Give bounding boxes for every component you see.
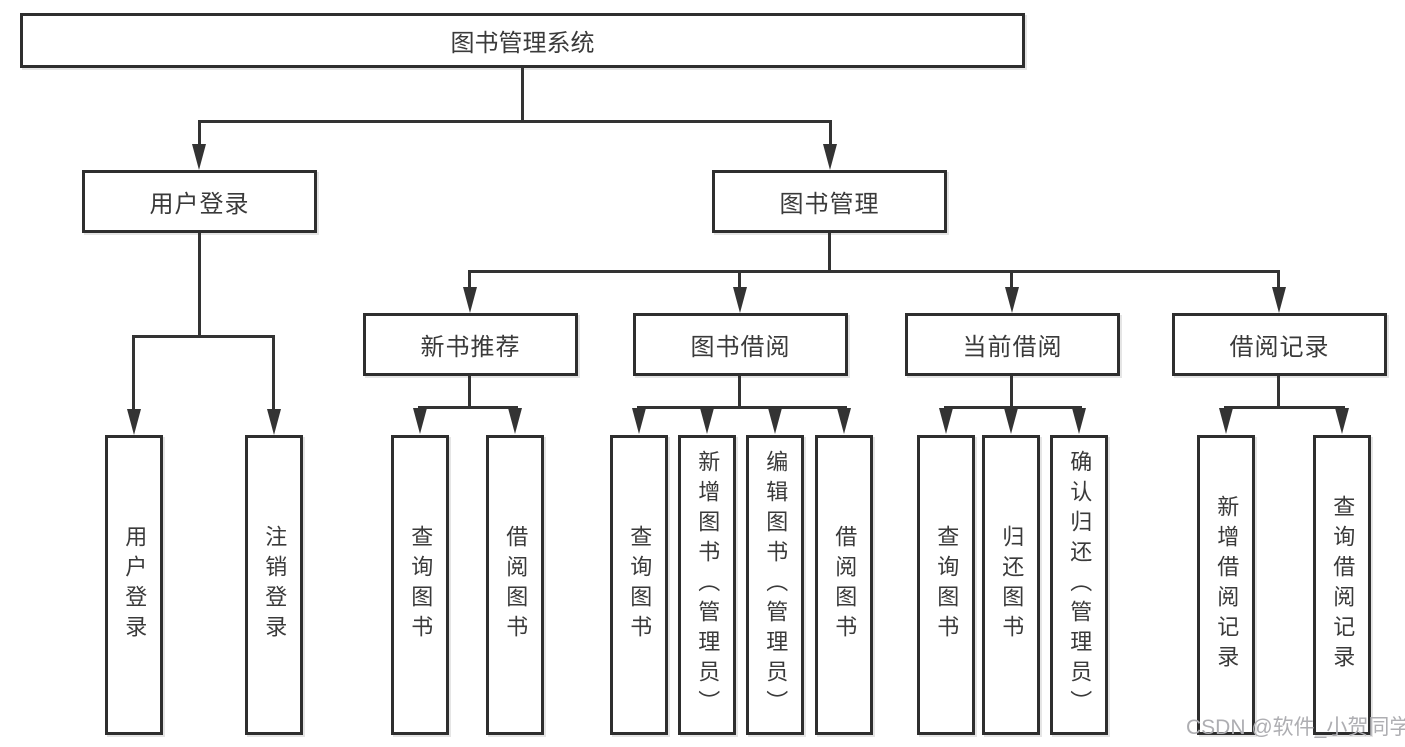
leaf-borrow-book-recommend: 借阅图书 (486, 435, 544, 735)
arrow-down-icon (1335, 408, 1349, 434)
connector-to-user-login (198, 120, 201, 146)
connector-cb-stem (1010, 376, 1013, 408)
leaf-add-borrow-record: 新增借阅记录 (1197, 435, 1255, 735)
node-borrow-records: 借阅记录 (1172, 313, 1387, 376)
node-book-management: 图书管理 (712, 170, 947, 233)
arrow-down-icon (1005, 287, 1019, 313)
leaf-query-book-recommend: 查询图书 (391, 435, 449, 735)
arrow-down-icon (192, 144, 206, 170)
arrow-down-icon (413, 408, 427, 434)
leaf-logout: 注销登录 (245, 435, 303, 735)
arrow-down-icon (939, 408, 953, 434)
arrow-down-icon (267, 409, 281, 435)
connector-leaf-drop (272, 335, 275, 411)
leaf-return-book: 归还图书 (982, 435, 1040, 735)
node-library-system: 图书管理系统 (20, 13, 1025, 68)
connector-book-mgmt-split (468, 270, 1280, 273)
connector-br-stem (1277, 376, 1280, 408)
leaf-query-book-borrow: 查询图书 (610, 435, 668, 735)
arrow-down-icon (463, 287, 477, 313)
connector-user-login-split (132, 335, 275, 338)
watermark: CSDN @软件_小贺同学 (1186, 716, 1405, 739)
arrow-down-icon (508, 408, 522, 434)
connector-br-split (1224, 406, 1345, 409)
connector-to-book-mgmt (829, 120, 832, 146)
connector-bb-split (637, 406, 847, 409)
node-current-borrow: 当前借阅 (905, 313, 1120, 376)
connector-l3-drop (1277, 270, 1280, 289)
connector-root-stem (521, 68, 524, 120)
arrow-down-icon (837, 408, 851, 434)
connector-book-mgmt-stem (828, 233, 831, 272)
arrow-down-icon (733, 287, 747, 313)
connector-leaf-drop (132, 335, 135, 411)
leaf-query-borrow-record: 查询借阅记录 (1313, 435, 1371, 735)
leaf-edit-book-admin: 编辑图书（管理员） (746, 435, 804, 735)
leaf-confirm-return-admin: 确认归还（管理员） (1050, 435, 1108, 735)
leaf-add-book-admin: 新增图书（管理员） (678, 435, 736, 735)
arrow-down-icon (1004, 408, 1018, 434)
arrow-down-icon (823, 144, 837, 170)
connector-nbr-stem (468, 376, 471, 408)
arrow-down-icon (700, 408, 714, 434)
connector-user-login-stem (198, 233, 201, 335)
node-user-login: 用户登录 (82, 170, 317, 233)
arrow-down-icon (1272, 287, 1286, 313)
arrow-down-icon (632, 408, 646, 434)
connector-l3-drop (738, 270, 741, 289)
connector-l3-drop (468, 270, 471, 289)
arrow-down-icon (1072, 408, 1086, 434)
arrow-down-icon (768, 408, 782, 434)
connector-root-split (198, 120, 832, 123)
leaf-borrow-book: 借阅图书 (815, 435, 873, 735)
node-new-book-recommend: 新书推荐 (363, 313, 578, 376)
connector-nbr-split (418, 406, 518, 409)
connector-bb-stem (738, 376, 741, 408)
leaf-user-login: 用户登录 (105, 435, 163, 735)
arrow-down-icon (127, 409, 141, 435)
node-book-borrow: 图书借阅 (633, 313, 848, 376)
connector-l3-drop (1010, 270, 1013, 289)
arrow-down-icon (1219, 408, 1233, 434)
leaf-query-book-current: 查询图书 (917, 435, 975, 735)
connector-cb-split (944, 406, 1082, 409)
